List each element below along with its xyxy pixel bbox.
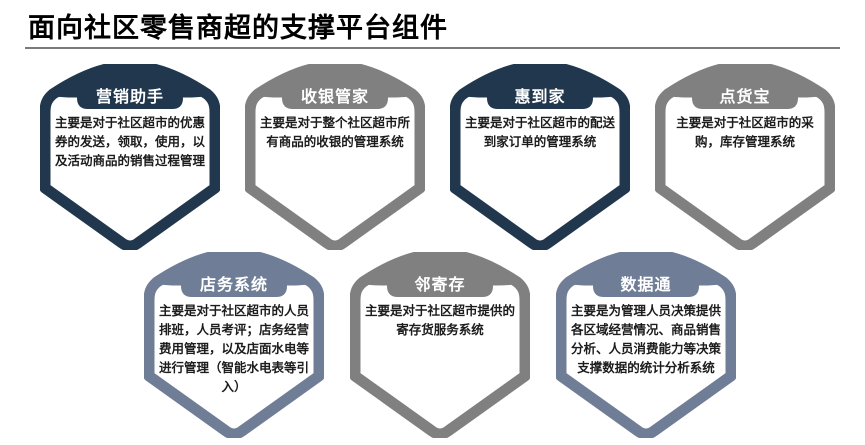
badge-description: 主要是对于社区超市的采购，库存管理系统 bbox=[676, 116, 814, 149]
badge-title: 数据通 bbox=[620, 277, 672, 294]
badge-description: 主要是对于社区超市的人员排班，人员考评；店务经营费用管理，以及店面水电等进行管理… bbox=[158, 304, 309, 394]
badge-shield-icon bbox=[245, 64, 425, 250]
platform-badge-2: 收银管家 主要是对于整个社区超市所有商品的收银的管理系统 bbox=[245, 64, 425, 250]
badge-description: 主要是对于社区超市的配送到家订单的管理系统 bbox=[464, 116, 615, 149]
badge-title: 点货宝 bbox=[719, 89, 771, 106]
badge-shield-icon bbox=[350, 252, 530, 438]
platform-badge-5: 店务系统 主要是对于社区超市的人员排班，人员考评；店务经营费用管理，以及店面水电… bbox=[144, 252, 324, 438]
badge-shield-icon bbox=[450, 64, 630, 250]
badge-title-plate bbox=[593, 272, 699, 297]
badge-title-plate bbox=[692, 84, 798, 109]
title-underline bbox=[25, 47, 840, 49]
badge-title-plate bbox=[487, 84, 593, 109]
platform-badge-1: 营销助手 主要是对于社区超市的优惠券的发送，领取，使用，以及活动商品的销售过程管… bbox=[40, 64, 220, 250]
badge-title-plate bbox=[282, 84, 388, 109]
badge-description: 主要是对于社区超市的优惠券的发送，领取，使用，以及活动商品的销售过程管理 bbox=[54, 116, 205, 168]
platform-badge-6: 邻寄存 主要是对于社区超市提供的寄存货服务系统 bbox=[350, 252, 530, 438]
badge-title: 邻寄存 bbox=[414, 277, 466, 294]
badge-title: 营销助手 bbox=[95, 89, 164, 106]
page-title: 面向社区零售商超的支撑平台组件 bbox=[28, 13, 448, 43]
badge-shield-icon bbox=[556, 252, 736, 438]
badge-title-plate bbox=[387, 272, 493, 297]
badge-title-plate bbox=[77, 84, 183, 109]
badge-shield-icon bbox=[655, 64, 835, 250]
badge-description: 主要是对于整个社区超市所有商品的收银的管理系统 bbox=[259, 116, 410, 149]
platform-badge-7: 数据通 主要是为管理人员决策提供各区域经营情况、商品销售分析、人员消费能力等决策… bbox=[556, 252, 736, 438]
platform-badge-4: 点货宝 主要是对于社区超市的采购，库存管理系统 bbox=[655, 64, 835, 250]
badge-title-plate bbox=[181, 272, 287, 297]
badge-title: 店务系统 bbox=[199, 277, 268, 294]
badge-title: 惠到家 bbox=[514, 89, 566, 106]
badge-shield-icon bbox=[40, 64, 220, 250]
badge-description: 主要是为管理人员决策提供各区域经营情况、商品销售分析、人员消费能力等决策支撑数据… bbox=[570, 304, 721, 375]
badge-description: 主要是对于社区超市提供的寄存货服务系统 bbox=[364, 304, 515, 337]
platform-badge-3: 惠到家 主要是对于社区超市的配送到家订单的管理系统 bbox=[450, 64, 630, 250]
badge-title: 收银管家 bbox=[300, 89, 369, 106]
badge-shield-icon bbox=[144, 252, 324, 438]
